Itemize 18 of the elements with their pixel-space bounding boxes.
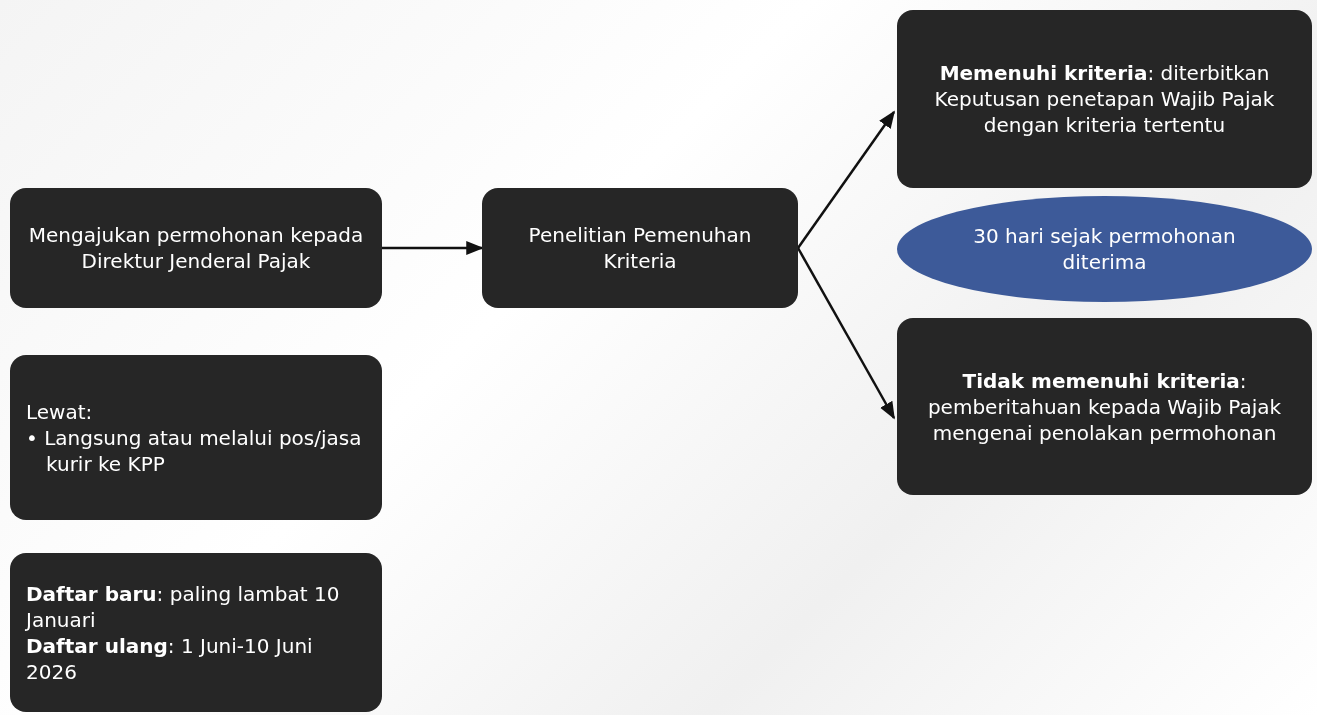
node-text: Tidak memenuhi kriteria: pemberitahuan kepada Wajib Pajak mengenai penolakan permohonan	[926, 367, 1283, 446]
note-heading: Lewat:	[26, 398, 93, 425]
list-item: • Langsung atau melalui pos/jasa kurir ke KPP	[26, 424, 363, 477]
note-heading: Daftar baru: paling lambat 10 Januari	[26, 580, 341, 633]
process-box	[482, 188, 798, 308]
note-text: Daftar ulang: 1 Juni-10 Juni 2026	[26, 632, 314, 685]
arrow	[796, 247, 896, 420]
arrow	[382, 241, 484, 255]
node-text: 30 hari sejak permohonan diterima	[972, 223, 1237, 275]
result-box	[897, 10, 1312, 188]
result-box	[897, 318, 1312, 495]
arrow	[796, 110, 896, 249]
note-box	[10, 355, 382, 520]
process-box	[10, 188, 382, 308]
node-text: Mengajukan permohonan kepada Direktur Jenderal Pajak	[27, 222, 365, 274]
node-text: Memenuhi kriteria: diterbitkan Keputusan penetapan Wajib Pajak dengan kriteria tertentu	[933, 60, 1276, 138]
node-text: Penelitian Pemenuhan Kriteria	[527, 222, 753, 274]
note-box	[10, 553, 382, 712]
